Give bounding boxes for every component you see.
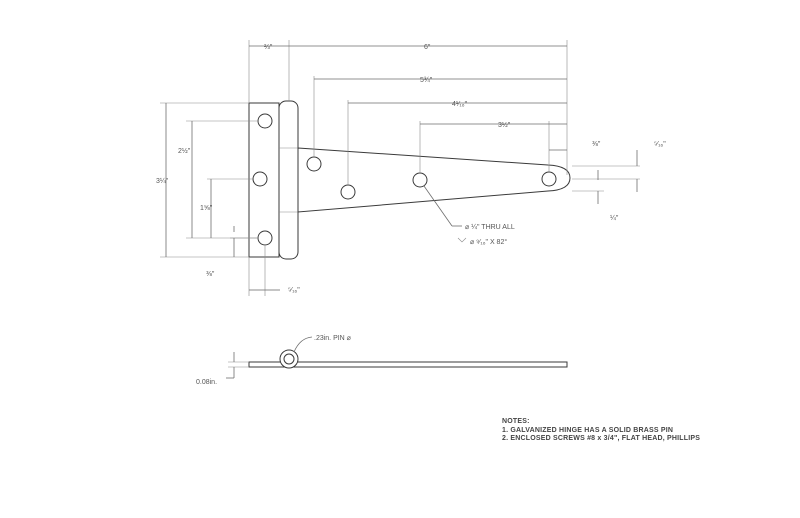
dim-overall-length: 6" xyxy=(424,44,431,51)
horizontal-dimensions: ⅔" 6" 5¾" 4¹⁄₁₆" 3½" ⅜" xyxy=(248,40,601,185)
dim-pin-to-first-hole: 5¾" xyxy=(420,77,433,84)
vertical-dimensions: 3¼" 2½" 1⅝" ⅜" xyxy=(156,102,258,278)
hole-callout: ⌀ ¼" THRU ALL ⌀ ⁹⁄₁₆" X 82° xyxy=(423,185,515,246)
dim-to-second-hole: 4¹⁄₁₆" xyxy=(452,101,468,108)
hole-thru-note: ⌀ ¼" THRU ALL xyxy=(465,224,515,231)
note-line-1: 1. GALVANIZED HINGE HAS A SOLID BRASS PI… xyxy=(502,426,674,434)
note-line-2: 2. ENCLOSED SCREWS #8 x 3/4", FLAT HEAD,… xyxy=(502,435,701,442)
hole-edge-dimension: ⁵⁄₁₆" xyxy=(248,246,300,296)
leaf-screw-hole xyxy=(252,171,268,187)
dim-bottom-hole-height: ⅜" xyxy=(206,271,215,278)
hinge-knuckle xyxy=(278,100,299,260)
side-pin xyxy=(283,353,295,365)
dim-hole-span: 2½" xyxy=(178,147,191,155)
notes-heading: NOTES: xyxy=(502,418,530,425)
strap-screw-hole xyxy=(412,172,428,188)
strap-screw-hole xyxy=(340,184,356,200)
dim-tip-offset: ⅜" xyxy=(592,141,601,148)
dim-hole-edge-offset: ⁵⁄₁₆" xyxy=(288,287,300,294)
side-strap xyxy=(248,361,568,368)
dim-leaf-width: ⅔" xyxy=(264,44,273,51)
drawing-notes: NOTES: 1. GALVANIZED HINGE HAS A SOLID B… xyxy=(502,418,700,444)
leaf-screw-hole xyxy=(257,230,273,246)
dim-pin-diameter: .23in. PIN ⌀ xyxy=(314,335,351,342)
dim-plate-height: 3¼" xyxy=(156,178,169,185)
hinge-side-view: .23in. PIN ⌀ 0.08in. xyxy=(196,335,568,386)
dim-to-third-hole: 3½" xyxy=(498,121,511,129)
dim-tip-width: ⁵⁄₁₆" xyxy=(654,141,666,148)
strap-screw-hole xyxy=(541,171,557,187)
countersink-note: ⌀ ⁹⁄₁₆" X 82° xyxy=(470,238,507,246)
strap-screw-hole xyxy=(306,156,322,172)
hinge-front-view xyxy=(248,100,571,260)
leaf-screw-hole xyxy=(257,113,273,129)
dim-thickness: 0.08in. xyxy=(196,379,217,386)
dim-strap-tip-thickness: ¼" xyxy=(610,215,619,222)
hinge-strap xyxy=(297,147,571,213)
tip-dimensions: ⁵⁄₁₆" ¼" xyxy=(572,141,666,222)
dim-mid-hole-height: 1⅝" xyxy=(200,205,213,212)
